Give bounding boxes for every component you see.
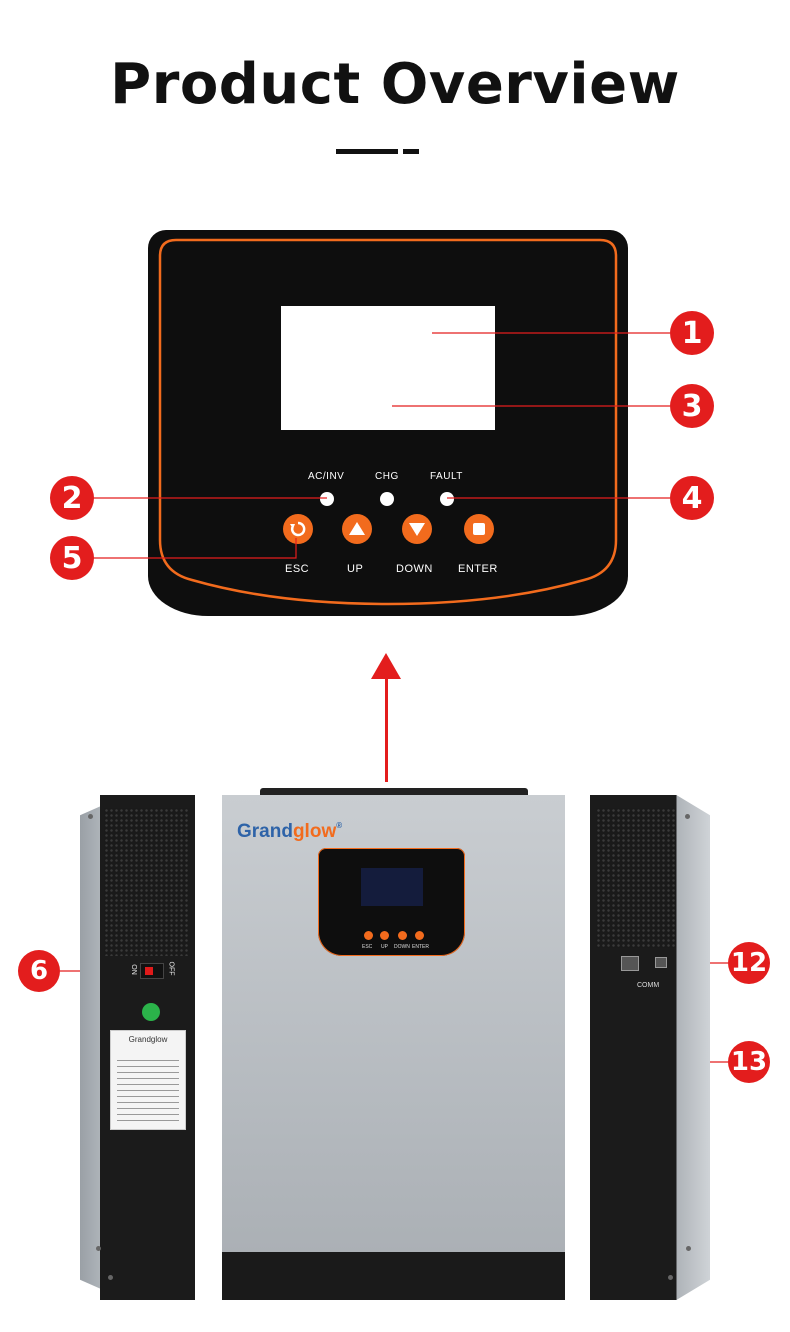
up-label: UP xyxy=(347,563,364,575)
switch-on-label: ON xyxy=(129,964,137,975)
screw xyxy=(668,1275,673,1280)
usb-port xyxy=(655,957,667,968)
screw xyxy=(88,814,93,819)
screw xyxy=(686,1246,691,1251)
screw xyxy=(96,1246,101,1251)
sticker-brand: Grandglow xyxy=(128,1035,168,1044)
callout-2: 2 xyxy=(50,476,94,520)
rj45-port xyxy=(621,956,639,971)
comm-label: COMM xyxy=(637,982,660,989)
right-vent-grill xyxy=(596,808,676,948)
mini-esc-button xyxy=(364,931,373,940)
mini-enter-button xyxy=(415,931,424,940)
callout-3: 3 xyxy=(670,384,714,428)
up-arrow-icon xyxy=(371,653,401,679)
up-arrow-shaft xyxy=(385,677,388,782)
spec-label-sticker: Grandglow xyxy=(110,1030,186,1130)
callout-12: 12 xyxy=(728,942,770,984)
screw xyxy=(685,814,690,819)
screw xyxy=(108,1275,113,1280)
front-top-bracket xyxy=(260,788,528,798)
esc-button[interactable] xyxy=(283,514,313,544)
title-underline xyxy=(336,149,398,154)
left-vent-grill xyxy=(104,808,190,956)
callout-4: 4 xyxy=(670,476,714,520)
callout-6: 6 xyxy=(18,950,60,992)
page-title: Product Overview xyxy=(110,52,680,117)
down-button[interactable] xyxy=(402,514,432,544)
mini-down-label: DOWN xyxy=(394,944,410,950)
green-indicator xyxy=(142,1003,160,1021)
down-label: DOWN xyxy=(396,563,433,575)
led-chg xyxy=(380,492,394,506)
enter-button[interactable] xyxy=(464,514,494,544)
mini-up-label: UP xyxy=(381,944,388,950)
esc-label: ESC xyxy=(285,563,310,575)
callout-5: 5 xyxy=(50,536,94,580)
up-button[interactable] xyxy=(342,514,372,544)
title-underline-dash xyxy=(403,149,419,154)
mini-up-button xyxy=(380,931,389,940)
square-icon xyxy=(473,523,485,535)
sticker-text-lines xyxy=(117,1055,179,1121)
triangle-up-icon xyxy=(349,522,365,535)
lcd-screen xyxy=(281,306,495,430)
front-bottom-base xyxy=(222,1252,565,1300)
led-ac-inv xyxy=(320,492,334,506)
led-fault xyxy=(440,492,454,506)
brand-logo: Grandglow® xyxy=(237,821,343,842)
mini-lcd xyxy=(361,868,423,906)
enter-label: ENTER xyxy=(458,563,498,575)
led-label-chg: CHG xyxy=(375,471,399,482)
switch-off-label: OFF xyxy=(167,961,175,976)
power-switch[interactable] xyxy=(140,963,164,979)
undo-icon xyxy=(290,521,306,537)
mini-esc-label: ESC xyxy=(362,944,373,950)
mini-down-button xyxy=(398,931,407,940)
mini-enter-label: ENTER xyxy=(412,944,429,950)
callout-1: 1 xyxy=(670,311,714,355)
triangle-down-icon xyxy=(409,523,425,536)
led-label-ac-inv: AC/INV xyxy=(308,471,345,482)
callout-13: 13 xyxy=(728,1041,770,1083)
led-label-fault: FAULT xyxy=(430,471,463,482)
